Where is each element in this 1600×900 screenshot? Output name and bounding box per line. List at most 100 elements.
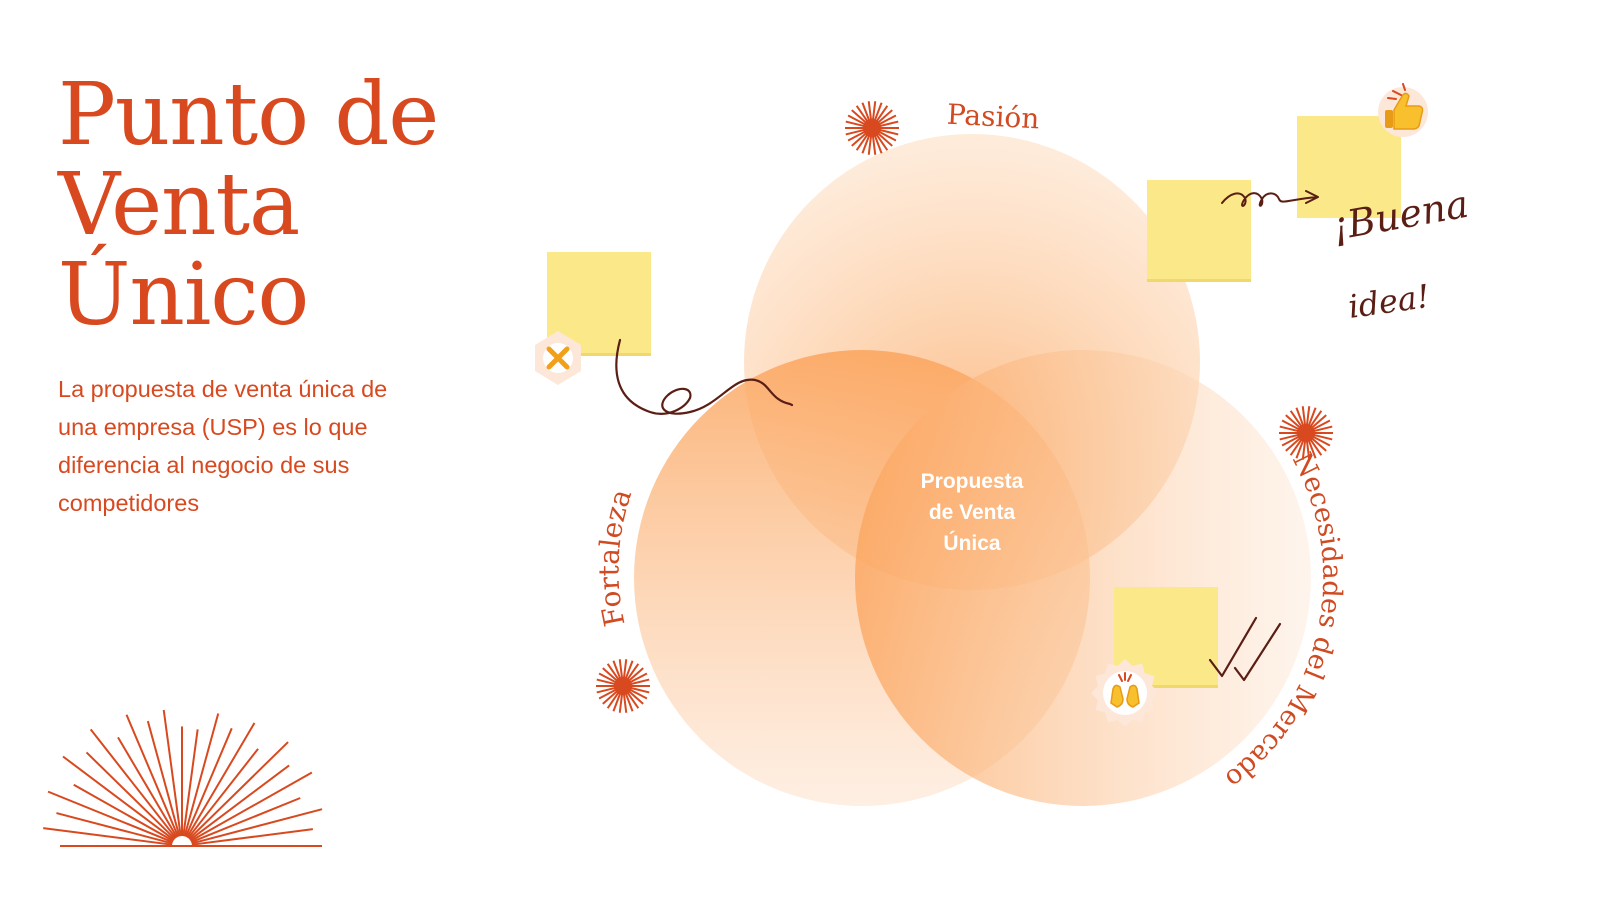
thumbs-up-icon (1378, 83, 1428, 137)
sunburst-ray (125, 714, 180, 838)
starburst-ray (1307, 407, 1317, 428)
starburst-ray (1281, 434, 1302, 447)
label-fortaleza-path: Fortaleza (592, 485, 638, 629)
starburst-ray (626, 667, 644, 683)
title-line-3: Único (58, 245, 309, 345)
sunburst-ray (183, 713, 220, 837)
sunburst-ray (191, 808, 323, 845)
x-mark-icon (535, 331, 581, 385)
starburst-ray (1279, 425, 1301, 433)
starburst-core (863, 119, 881, 137)
starburst-ray (627, 687, 648, 700)
sticky-note-top-right-back (1297, 116, 1401, 218)
center-label-line-3: Única (943, 531, 1001, 555)
starburst-icon (1279, 406, 1333, 460)
starburst-ray (628, 686, 650, 694)
starburst-ray (855, 132, 870, 151)
starburst-ray (1295, 438, 1305, 459)
starburst-ray (855, 105, 870, 124)
starburst-ray (596, 678, 618, 686)
starburst-icon (596, 659, 650, 713)
starburst-ray (624, 660, 634, 681)
starburst-ray (622, 659, 628, 681)
starburst-ray (845, 128, 867, 136)
starburst-ray (874, 105, 889, 124)
starburst-ray (627, 672, 648, 685)
sunburst-ray (56, 812, 173, 845)
starburst-ray (1310, 419, 1331, 432)
starburst-ray (874, 132, 889, 151)
starburst-ray (867, 133, 873, 155)
starburst-ray (596, 686, 618, 694)
starburst-ray (875, 131, 893, 147)
starburst-ray (877, 128, 899, 136)
starburst-ray (861, 133, 871, 154)
starburst-ray (602, 667, 620, 683)
sunburst-ray (89, 728, 177, 839)
starburst-ray (851, 131, 869, 147)
starburst-ray (1285, 436, 1303, 452)
starburst-ray (625, 663, 640, 682)
starburst-ray (1279, 433, 1301, 441)
starburst-ray (1305, 438, 1311, 460)
center-label-line-1: Propuesta (921, 470, 1024, 493)
sunburst-ray (43, 827, 173, 846)
starburst-ray (867, 101, 873, 123)
squiggle-arrow (1221, 190, 1319, 207)
sunburst-ray (189, 764, 290, 841)
sunburst-ray (187, 748, 259, 839)
sunburst-ray (188, 741, 289, 840)
starburst-ray (602, 689, 620, 705)
starburst-core (614, 677, 632, 695)
scribble-line (615, 338, 794, 415)
venn-circle-necesidades (855, 350, 1311, 806)
starburst-ray (618, 691, 624, 713)
sunburst-ray (186, 722, 256, 838)
starburst-ray (1308, 410, 1323, 429)
starburst-ray (606, 663, 621, 682)
sunburst-ray (85, 751, 176, 840)
starburst-ray (873, 133, 883, 154)
sunburst-ray (117, 736, 178, 838)
title-line-1: Punto de (58, 65, 439, 165)
sunburst-ray (191, 828, 313, 846)
starburst-ray (877, 120, 899, 128)
sticky-note-top-right-front (1147, 180, 1251, 282)
starburst-ray (1285, 414, 1303, 430)
starburst-ray (1309, 414, 1327, 430)
title-line-2: Venta (58, 155, 300, 255)
starburst-ray (1305, 406, 1311, 428)
starburst-ray (612, 660, 622, 681)
center-label-line-2: de Venta (929, 501, 1016, 524)
starburst-ray (871, 101, 877, 123)
sunburst-ray (47, 790, 174, 844)
raised-hands-icon (1091, 659, 1159, 727)
sunburst-ray (190, 771, 313, 842)
starburst-ray (871, 133, 877, 155)
checkmark-icon (1208, 616, 1282, 682)
note-idea: idea! (1346, 277, 1432, 326)
starburst-ray (861, 102, 871, 123)
starburst-ray (625, 690, 640, 709)
starburst-ray (1311, 425, 1333, 433)
sunburst-ray (184, 727, 233, 838)
subtitle-description: La propuesta de venta única de una empre… (58, 376, 388, 516)
label-pasion: Pasión (946, 98, 1040, 136)
sunburst-icon (43, 709, 323, 847)
starburst-ray (1311, 433, 1333, 441)
starburst-ray (851, 109, 869, 125)
sunburst-ray (162, 709, 182, 837)
starburst-ray (1295, 407, 1305, 428)
starburst-ray (845, 120, 867, 128)
sunburst-ray (62, 755, 175, 841)
starburst-ray (624, 691, 634, 712)
starburst-ray (618, 659, 624, 681)
sunburst-ray (190, 797, 301, 844)
starburst-ray (622, 691, 628, 713)
starburst-ray (1289, 437, 1304, 456)
starburst-ray (1309, 436, 1327, 452)
starburst-ray (606, 690, 621, 709)
starburst-ray (626, 689, 644, 705)
starburst-ray (847, 114, 868, 127)
